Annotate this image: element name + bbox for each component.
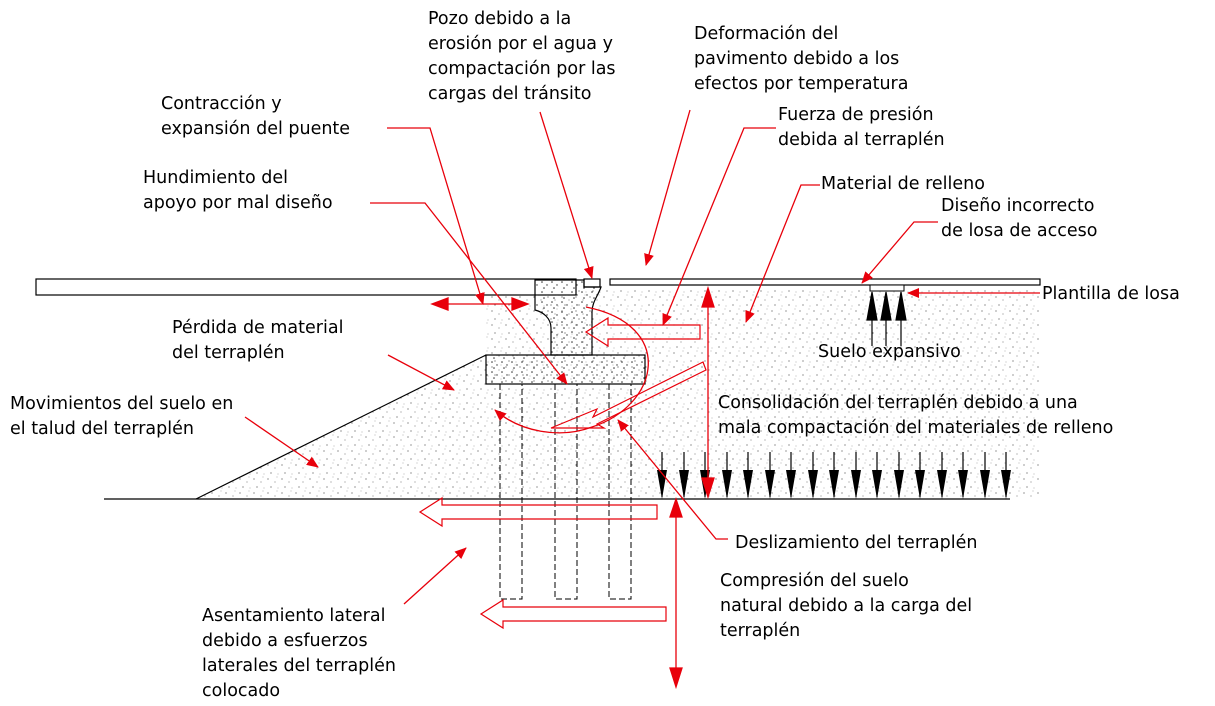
leader-fuerza [662, 127, 776, 326]
consolidation-arrow-head [829, 470, 839, 499]
consolidation-arrow-head [722, 470, 732, 499]
consolidation-arrow-head [679, 470, 689, 499]
consolidation-arrow-head [980, 470, 990, 499]
pressure-arrows [418, 316, 707, 630]
leader-perdida [387, 354, 455, 391]
leader-relleno [745, 184, 820, 323]
label-plantilla: Plantilla de losa [1042, 284, 1180, 304]
approach-slab [609, 278, 1041, 286]
slab-seat [583, 278, 601, 288]
slide-arrow [550, 361, 707, 429]
consolidation-arrow-head [915, 470, 925, 499]
leader-pozo [539, 111, 594, 279]
leader-deformacion [644, 109, 691, 266]
consolidation-arrow-head [851, 470, 861, 499]
leader-diseno [861, 221, 938, 284]
deck-movement-arrows [430, 297, 530, 311]
embankment [195, 290, 1040, 500]
leader-deslizamiento [617, 419, 728, 540]
label-suelo-expansivo: Suelo expansivo [818, 342, 961, 362]
lateral-arrow-1 [418, 496, 658, 528]
annotation-leaders [244, 109, 1040, 605]
consolidation-arrows [657, 452, 1011, 499]
consolidation-arrow-head [743, 470, 753, 499]
expansive-soil-arrows [866, 291, 907, 346]
consolidation-arrow-head [1001, 470, 1011, 499]
compression-arrows [669, 285, 715, 690]
slab-plantilla [869, 284, 905, 292]
leader-asentamiento [403, 547, 467, 605]
lateral-arrow-2 [479, 598, 667, 630]
leader-contraccion [387, 127, 485, 305]
consolidation-arrow-head [894, 470, 904, 499]
label-material-relleno: Material de relleno [821, 174, 985, 194]
consolidation-arrow-head [937, 470, 947, 499]
abutment [485, 279, 646, 385]
consolidation-arrow-head [808, 470, 818, 499]
label-consolidacion: Consolidación del terraplén debido a una… [718, 393, 1114, 438]
leader-movimientos [244, 416, 319, 468]
earth-pressure-arrow [584, 316, 701, 348]
rotation-arc [494, 306, 649, 434]
consolidation-arrow-head [765, 470, 775, 499]
consolidation-arrow-head [958, 470, 968, 499]
leader-hundimiento [370, 202, 568, 385]
label-deslizamiento: Deslizamiento del terraplén [735, 533, 978, 553]
consolidation-arrow-head [872, 470, 882, 499]
consolidation-arrow-head [786, 470, 796, 499]
